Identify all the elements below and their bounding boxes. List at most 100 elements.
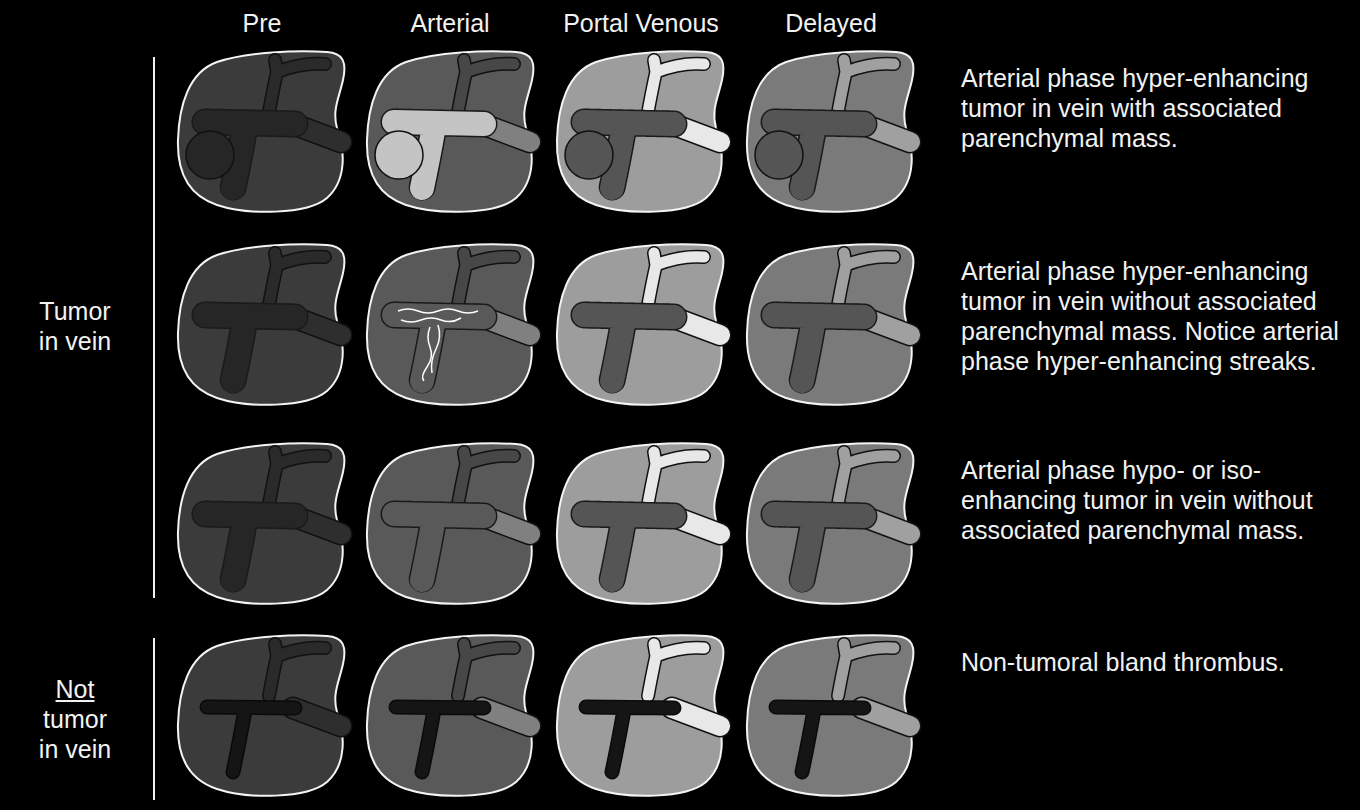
liver-figure (557, 635, 724, 795)
liver-outline (367, 635, 534, 795)
liver-figure (178, 635, 345, 795)
vessel (838, 644, 894, 696)
vessel-outline (269, 452, 325, 504)
vessel (648, 452, 704, 504)
vessel-outline (394, 514, 484, 580)
vessel-outline (584, 514, 674, 580)
enhancing-streak (401, 318, 461, 322)
vessel (269, 644, 325, 696)
vessel-outline (458, 452, 514, 504)
group-label: Tumor in vein (30, 296, 120, 356)
vessel (205, 315, 295, 381)
liver-figure (367, 443, 534, 603)
vessel (396, 707, 484, 772)
liver-outline (178, 443, 345, 603)
liver-figure (747, 244, 914, 404)
liver-figure (178, 51, 345, 211)
liver-outline (178, 244, 345, 404)
parenchymal-mass (755, 131, 803, 179)
vessel (648, 60, 704, 112)
liver-figure (367, 244, 534, 404)
liver-figure (367, 635, 534, 795)
vessel (458, 60, 514, 112)
liver-outline (178, 635, 345, 795)
parenchymal-mass (375, 131, 423, 179)
liver-outline (367, 51, 534, 211)
vessel (458, 452, 514, 504)
vessel-outline (207, 707, 295, 772)
vessel-outline (838, 253, 894, 305)
liver-outline (747, 51, 914, 211)
parenchymal-mass (186, 131, 234, 179)
vessel-outline (776, 707, 864, 772)
vessel-outline (838, 644, 894, 696)
liver-outline (747, 635, 914, 795)
vessel (838, 253, 894, 305)
vessel-outline (269, 644, 325, 696)
vessel (394, 514, 484, 580)
liver-figure (747, 51, 914, 211)
liver-figure (557, 443, 724, 603)
vessel (207, 707, 295, 772)
enhancing-streak (398, 309, 478, 313)
vessel-outline (394, 315, 484, 381)
vessel (394, 315, 484, 381)
vessel-outline (838, 452, 894, 504)
vessel-outline (648, 644, 704, 696)
vessel (458, 644, 514, 696)
vessel (269, 253, 325, 305)
liver-outline (557, 443, 724, 603)
vessel-outline (838, 60, 894, 112)
vessel (584, 315, 674, 381)
vessel-outline (205, 514, 295, 580)
liver-figure (557, 244, 724, 404)
parenchymal-mass (565, 131, 613, 179)
vessel (648, 253, 704, 305)
vessel-outline (774, 315, 864, 381)
row-description: Non-tumoral bland thrombus. (961, 647, 1349, 677)
liver-outline (367, 244, 534, 404)
liver-outline (747, 443, 914, 603)
phase-header: Pre (152, 8, 372, 38)
liver-figure (178, 443, 345, 603)
group-bracket (153, 57, 155, 598)
liver-outline (367, 443, 534, 603)
vessel-outline (396, 707, 484, 772)
vessel-outline (458, 253, 514, 305)
vessel (269, 452, 325, 504)
row-description: Arterial phase hyper-enhancing tumor in … (961, 63, 1349, 153)
vessel-outline (648, 60, 704, 112)
row-description: Arterial phase hyper-enhancing tumor in … (961, 256, 1349, 376)
vessel (838, 452, 894, 504)
group-label: Not tumor in vein (33, 674, 118, 764)
liver-figure (557, 51, 724, 211)
vessel (648, 644, 704, 696)
liver-outline (557, 635, 724, 795)
liver-figure (747, 635, 914, 795)
group-bracket (153, 638, 155, 800)
vessel (774, 315, 864, 381)
liver-figure (178, 244, 345, 404)
vessel (269, 60, 325, 112)
liver-outline (178, 51, 345, 211)
vessel-outline (269, 60, 325, 112)
liver-outline (747, 244, 914, 404)
vessel (458, 253, 514, 305)
row-description: Arterial phase hypo- or iso-enhancing tu… (961, 455, 1349, 545)
vessel-outline (269, 253, 325, 305)
phase-header: Arterial (360, 8, 540, 38)
vessel-outline (205, 315, 295, 381)
vessel-outline (586, 707, 674, 772)
liver-outline (557, 51, 724, 211)
liver-figure (747, 443, 914, 603)
vessel-outline (458, 644, 514, 696)
liver-figure (367, 51, 534, 211)
vessel-outline (458, 60, 514, 112)
vessel (774, 514, 864, 580)
vessel-outline (584, 315, 674, 381)
vessel (584, 514, 674, 580)
vessel (776, 707, 864, 772)
vessel (205, 514, 295, 580)
vessel-outline (774, 514, 864, 580)
